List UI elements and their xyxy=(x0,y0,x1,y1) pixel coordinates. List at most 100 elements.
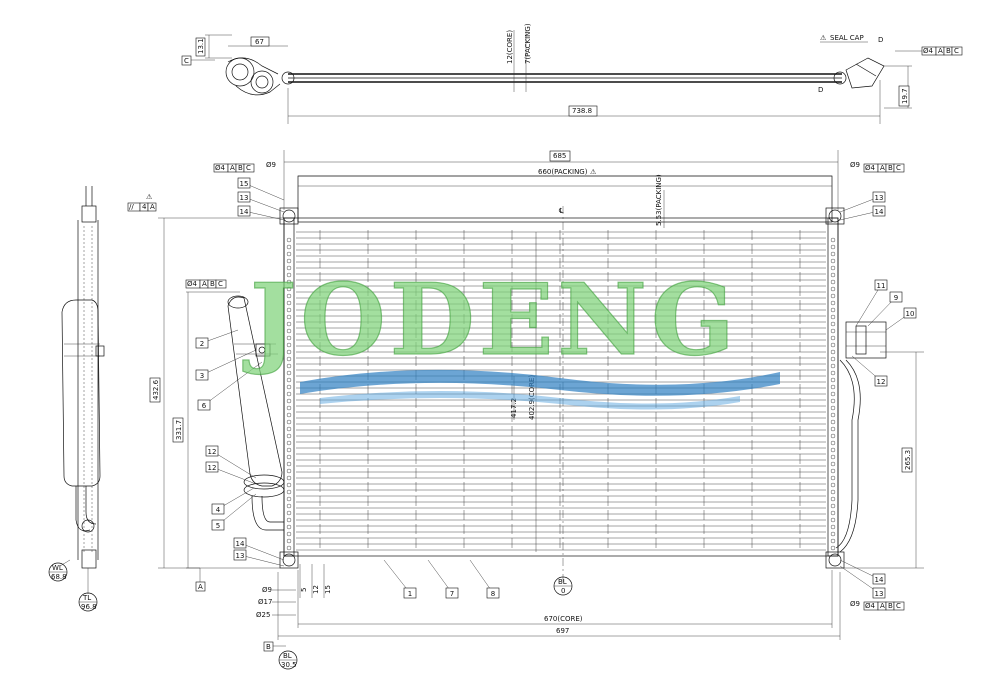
tank-dot xyxy=(286,503,292,509)
callout-leader xyxy=(217,493,257,526)
tank-dot xyxy=(830,475,836,481)
callout-number: 12 xyxy=(877,378,886,386)
svg-text:B: B xyxy=(210,280,215,288)
dim-660-packing: 660(PACKING) xyxy=(538,168,588,176)
callout-number: 13 xyxy=(875,590,884,598)
dim-685: 685 xyxy=(553,152,566,160)
callout-leader xyxy=(427,559,453,594)
callout-leader xyxy=(469,559,494,594)
tank-dot xyxy=(830,412,836,418)
tank-dot xyxy=(830,482,836,488)
callout-leader xyxy=(839,559,880,580)
svg-text:A: A xyxy=(230,164,235,172)
tank-dot xyxy=(286,279,292,285)
tank-dot xyxy=(286,468,292,474)
dim-12: 12 xyxy=(312,585,320,594)
center-mark: ℄ xyxy=(559,207,564,215)
tank-dot xyxy=(830,370,836,376)
callout-number: 15 xyxy=(240,180,249,188)
callout-box xyxy=(205,445,219,457)
bl-center-marker: BL 0 xyxy=(553,576,573,596)
callout-box xyxy=(195,369,209,381)
tank-dot xyxy=(286,342,292,348)
callout-box xyxy=(195,337,209,349)
dim-d9-top-left: Ø9 xyxy=(266,161,276,169)
dim-670-core: 670(CORE) xyxy=(544,615,583,623)
tank-dot xyxy=(830,461,836,467)
tank-dot xyxy=(286,510,292,516)
callout-box xyxy=(205,461,219,473)
svg-text:30.5: 30.5 xyxy=(281,661,297,669)
dim-13-1: 13.1 xyxy=(197,38,205,54)
callout-number: 7 xyxy=(450,590,454,598)
tank-dot xyxy=(830,377,836,383)
tank-dot xyxy=(286,335,292,341)
tank-dot xyxy=(830,510,836,516)
tolerance-frame-receiver: Ø4 A B C xyxy=(185,279,227,289)
callout-box xyxy=(445,587,459,599)
dim-d17: Ø17 xyxy=(258,598,272,606)
tank-dot xyxy=(286,251,292,257)
tank-dot xyxy=(286,433,292,439)
callout-number: 6 xyxy=(202,402,207,410)
receiver-drier xyxy=(227,295,285,531)
dim-331-7: 331.7 xyxy=(175,420,183,440)
callout-box xyxy=(872,191,886,203)
callout-box xyxy=(872,205,886,217)
tank-dot xyxy=(286,489,292,495)
callout-number: 9 xyxy=(894,294,898,302)
tank-dot xyxy=(830,426,836,432)
core-fins xyxy=(296,231,826,551)
callout-box xyxy=(872,573,886,585)
callout-box xyxy=(486,587,500,599)
tank-dot xyxy=(830,545,836,551)
callout-leader xyxy=(201,349,257,376)
tolerance-frame-top-right-2: Ø4 A B C xyxy=(863,163,905,173)
callout-box xyxy=(874,279,888,291)
svg-text:⚠: ⚠ xyxy=(146,193,153,201)
tank-dot xyxy=(830,384,836,390)
svg-text:Ø4: Ø4 xyxy=(923,47,934,55)
tank-dot xyxy=(830,531,836,537)
tank-dot xyxy=(286,496,292,502)
callout-number: 12 xyxy=(208,464,217,472)
dim-19-7: 19.7 xyxy=(901,88,909,104)
callout-number: 2 xyxy=(200,340,204,348)
dim-packing-top: 5.53(PACKING) xyxy=(655,174,663,226)
tolerance-frame-bottom-right: Ø4 A B C xyxy=(863,601,905,611)
tank-dot xyxy=(286,300,292,306)
bl-bottom-marker: BL 30.5 xyxy=(278,650,298,670)
tank-dot xyxy=(286,482,292,488)
tank-dot xyxy=(286,314,292,320)
tank-dot xyxy=(830,517,836,523)
tl-marker: TL 96.8 xyxy=(78,592,98,612)
callout-number: 13 xyxy=(236,552,245,560)
tank-dot xyxy=(830,349,836,355)
callout-box xyxy=(889,291,903,303)
tank-dot xyxy=(286,321,292,327)
svg-text:B: B xyxy=(888,602,893,610)
tank-dot xyxy=(286,447,292,453)
tank-dot xyxy=(830,286,836,292)
tank-dot xyxy=(286,454,292,460)
top-left-fitting xyxy=(225,57,295,96)
callout-number: 11 xyxy=(877,282,886,290)
svg-text:96.8: 96.8 xyxy=(81,603,97,611)
svg-text:4: 4 xyxy=(142,203,147,211)
parallel-frame: // 4 A ⚠ xyxy=(127,193,157,212)
svg-text:A: A xyxy=(880,164,885,172)
callout-box xyxy=(903,307,917,319)
tank-dot xyxy=(830,279,836,285)
seal-cap-label: SEAL CAP xyxy=(830,34,864,42)
tank-dot xyxy=(830,538,836,544)
dim-660-warning: ⚠ xyxy=(590,168,597,176)
svg-text:A: A xyxy=(938,47,943,55)
svg-text:Ø4: Ø4 xyxy=(865,164,876,172)
callout-number: 14 xyxy=(240,208,249,216)
wl-marker: WL 68.8 xyxy=(48,562,68,582)
svg-text:C: C xyxy=(246,164,251,172)
svg-text:WL: WL xyxy=(52,564,63,572)
front-view: ℄ 685 660(PACKI xyxy=(127,150,924,670)
tank-dot xyxy=(830,328,836,334)
